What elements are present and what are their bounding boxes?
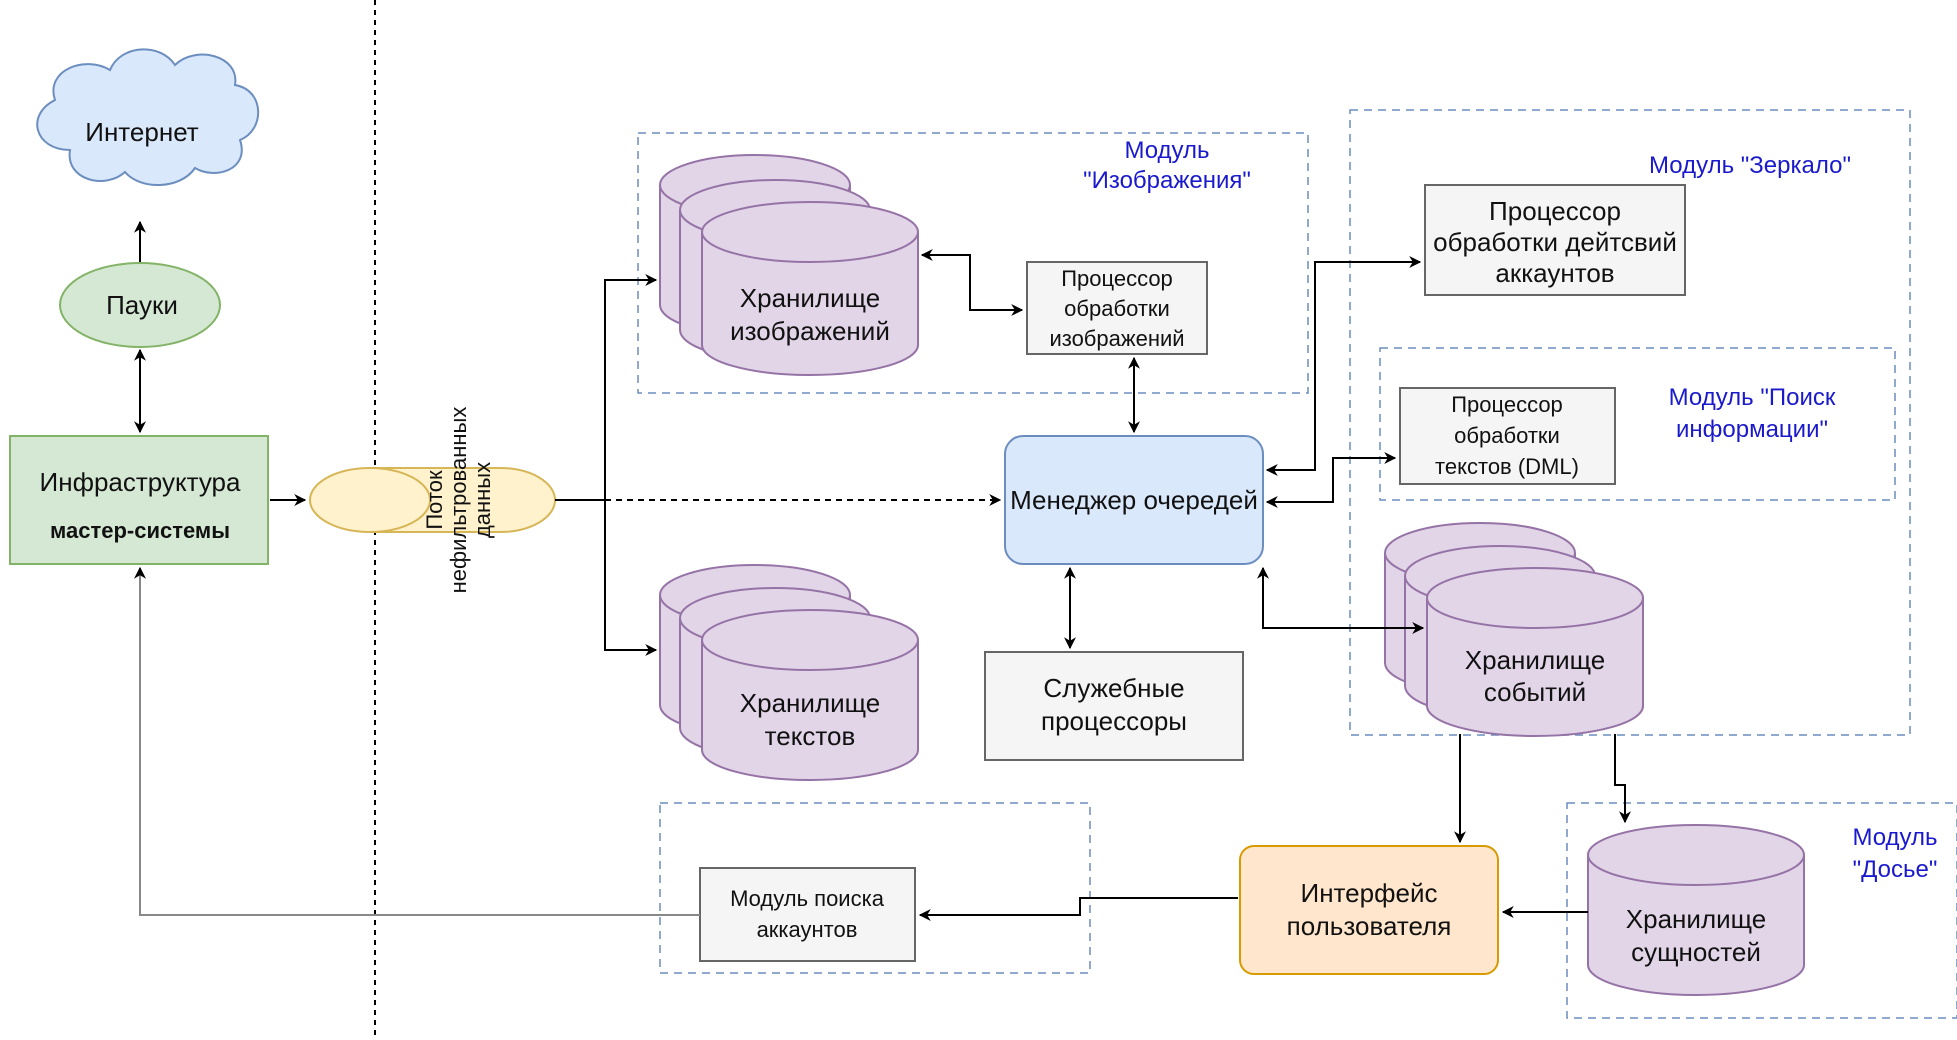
- infrastructure-label-2: мастер-системы: [50, 518, 230, 543]
- user-interface-label-2: пользователя: [1287, 911, 1452, 941]
- spiders-node: Пауки: [59, 262, 221, 348]
- queue-manager-node: Менеджер очередей: [1004, 435, 1264, 565]
- account-search-frame: [659, 802, 1091, 974]
- account-processor-node: Процессор обработки дейтсвий аккаунтов: [1424, 184, 1686, 296]
- internet-cloud: Интернет: [36, 48, 260, 186]
- internet-label: Интернет: [85, 117, 199, 147]
- text-storage-label-1: Хранилище: [740, 688, 880, 718]
- module-dossier-frame: [1566, 802, 1957, 1019]
- stream-label-3: данных: [470, 462, 495, 538]
- account-search-node: Модуль поиска аккаунтов: [699, 867, 916, 962]
- event-storage-label-1: Хранилище: [1465, 645, 1605, 675]
- spiders-label: Пауки: [106, 290, 178, 320]
- module-mirror-frame: [1349, 109, 1911, 736]
- module-dossier-label-2: "Досье": [1853, 856, 1938, 883]
- module-search-label-1: Модуль "Поиск: [1669, 384, 1836, 411]
- image-storage-label-1: Хранилище: [740, 283, 880, 313]
- module-search-label-2: информации": [1676, 416, 1828, 443]
- edge-queue-event-storage: [1257, 566, 1425, 634]
- edge-queue-account-processor: [1265, 256, 1422, 476]
- event-storage-label-2: событий: [1484, 677, 1586, 707]
- text-processor-node: Процессор обработки текстов (DML): [1399, 387, 1616, 485]
- text-storage-node: Хранилище текстов: [659, 564, 919, 781]
- text-storage-label-2: текстов: [765, 721, 856, 751]
- image-processor-label-3: изображений: [1049, 326, 1184, 351]
- entity-storage-label-2: сущностей: [1631, 937, 1761, 967]
- account-processor-label-1: Процессор: [1489, 196, 1621, 226]
- infrastructure-node: Инфраструктура мастер-системы: [9, 435, 269, 565]
- account-processor-label-3: аккаунтов: [1495, 258, 1614, 288]
- module-mirror-label: Модуль "Зеркало": [1649, 152, 1851, 179]
- image-storage-label-2: изображений: [730, 316, 890, 346]
- text-processor-label-3: текстов (DML): [1435, 454, 1579, 479]
- edge-event-entity-storage: [1614, 734, 1631, 824]
- module-dossier-label-1: Модуль: [1852, 824, 1937, 851]
- user-interface-label-1: Интерфейс: [1301, 878, 1438, 908]
- module-search-frame: [1379, 347, 1896, 501]
- account-search-label-1: Модуль поиска: [730, 886, 885, 911]
- event-storage-node: Хранилище событий: [1384, 522, 1644, 737]
- image-processor-node: Процессор обработки изображений: [1026, 261, 1208, 355]
- entity-storage-label-1: Хранилище: [1626, 904, 1766, 934]
- image-storage-node: Хранилище изображений: [659, 154, 919, 376]
- user-interface-node: Интерфейс пользователя: [1239, 845, 1499, 975]
- edge-stream-image-storage: [555, 274, 658, 501]
- stream-label-2: нефильтрованных: [446, 407, 471, 594]
- edge-account-search-infrastructure: [134, 566, 700, 916]
- queue-manager-label: Менеджер очередей: [1010, 485, 1258, 515]
- module-images-label-1: Модуль: [1124, 137, 1209, 164]
- text-processor-label-2: обработки: [1454, 423, 1560, 448]
- edge-queue-text-processor: [1265, 452, 1397, 508]
- edge-stream-text-storage: [604, 500, 658, 656]
- text-processor-label-1: Процессор: [1451, 392, 1563, 417]
- account-search-label-2: аккаунтов: [757, 917, 858, 942]
- service-processors-label-2: процессоры: [1041, 706, 1187, 736]
- service-processors-node: Служебные процессоры: [984, 651, 1244, 761]
- stream-label-1: Поток: [422, 470, 447, 530]
- stream-node: Поток нефильтрованных данных: [309, 407, 556, 594]
- account-processor-label-2: обработки дейтсвий: [1433, 227, 1677, 257]
- edge-image-storage-processor: [920, 249, 1024, 316]
- edge-ui-account-search: [918, 897, 1238, 921]
- module-images-label-2: "Изображения": [1083, 167, 1251, 194]
- entity-storage-node: Хранилище сущностей: [1587, 824, 1805, 996]
- infrastructure-label-1: Инфраструктура: [40, 467, 241, 497]
- image-processor-label-1: Процессор: [1061, 266, 1173, 291]
- service-processors-label-1: Служебные: [1043, 673, 1184, 703]
- image-processor-label-2: обработки: [1064, 296, 1170, 321]
